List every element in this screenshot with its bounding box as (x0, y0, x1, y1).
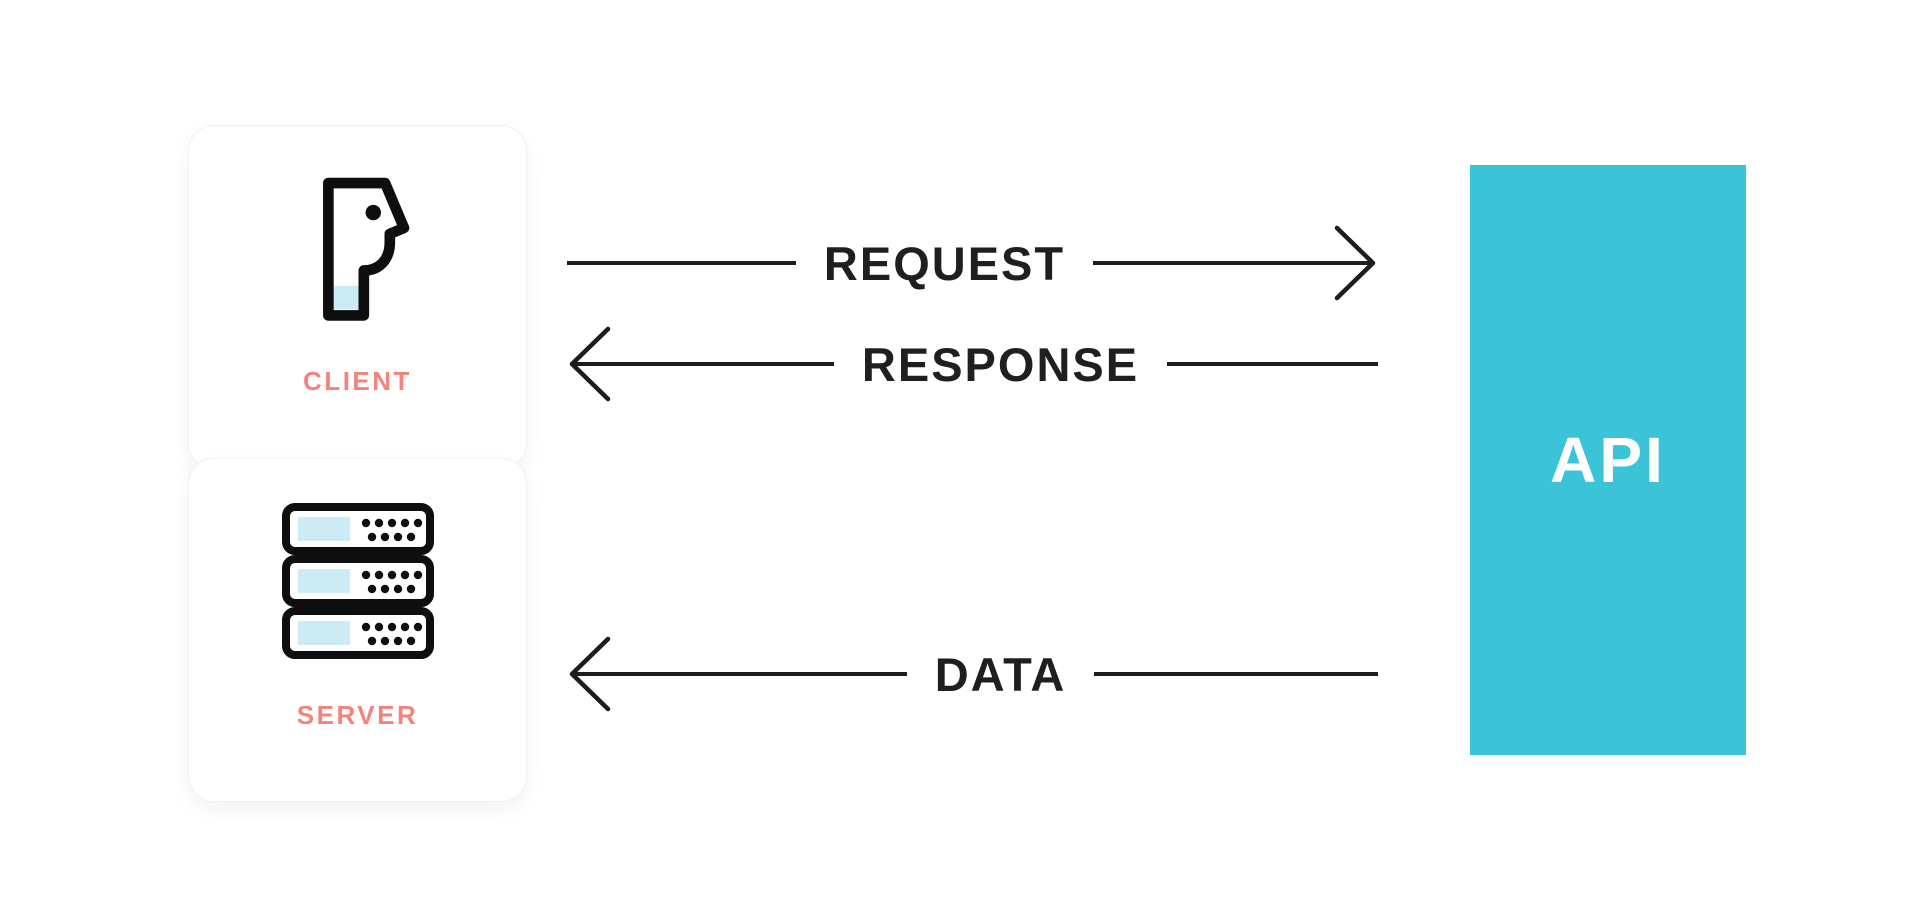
request-line-right (1093, 261, 1323, 265)
person-profile-icon (300, 171, 430, 336)
data-line-left (623, 672, 907, 676)
server-stack-icon (278, 501, 438, 666)
response-label: RESPONSE (861, 337, 1140, 391)
server-label: SERVER (296, 700, 419, 730)
arrowhead-left-icon (569, 326, 623, 402)
request-line-left (567, 261, 796, 265)
data-label: DATA (934, 647, 1067, 701)
flow-data: DATA (567, 634, 1378, 714)
arrowhead-left-icon (569, 636, 623, 712)
arrowhead-right-icon (1322, 225, 1376, 301)
response-line-left (623, 362, 834, 366)
client-label: CLIENT (303, 366, 412, 396)
data-line-right (1094, 672, 1378, 676)
api-node: API (1470, 165, 1746, 755)
server-node: SERVER (188, 458, 527, 802)
request-label: REQUEST (823, 236, 1066, 290)
flow-request: REQUEST (567, 223, 1378, 303)
api-label: API (1550, 424, 1666, 496)
flow-response: RESPONSE (567, 324, 1378, 404)
response-line-right (1167, 362, 1378, 366)
client-node: CLIENT (188, 125, 527, 469)
